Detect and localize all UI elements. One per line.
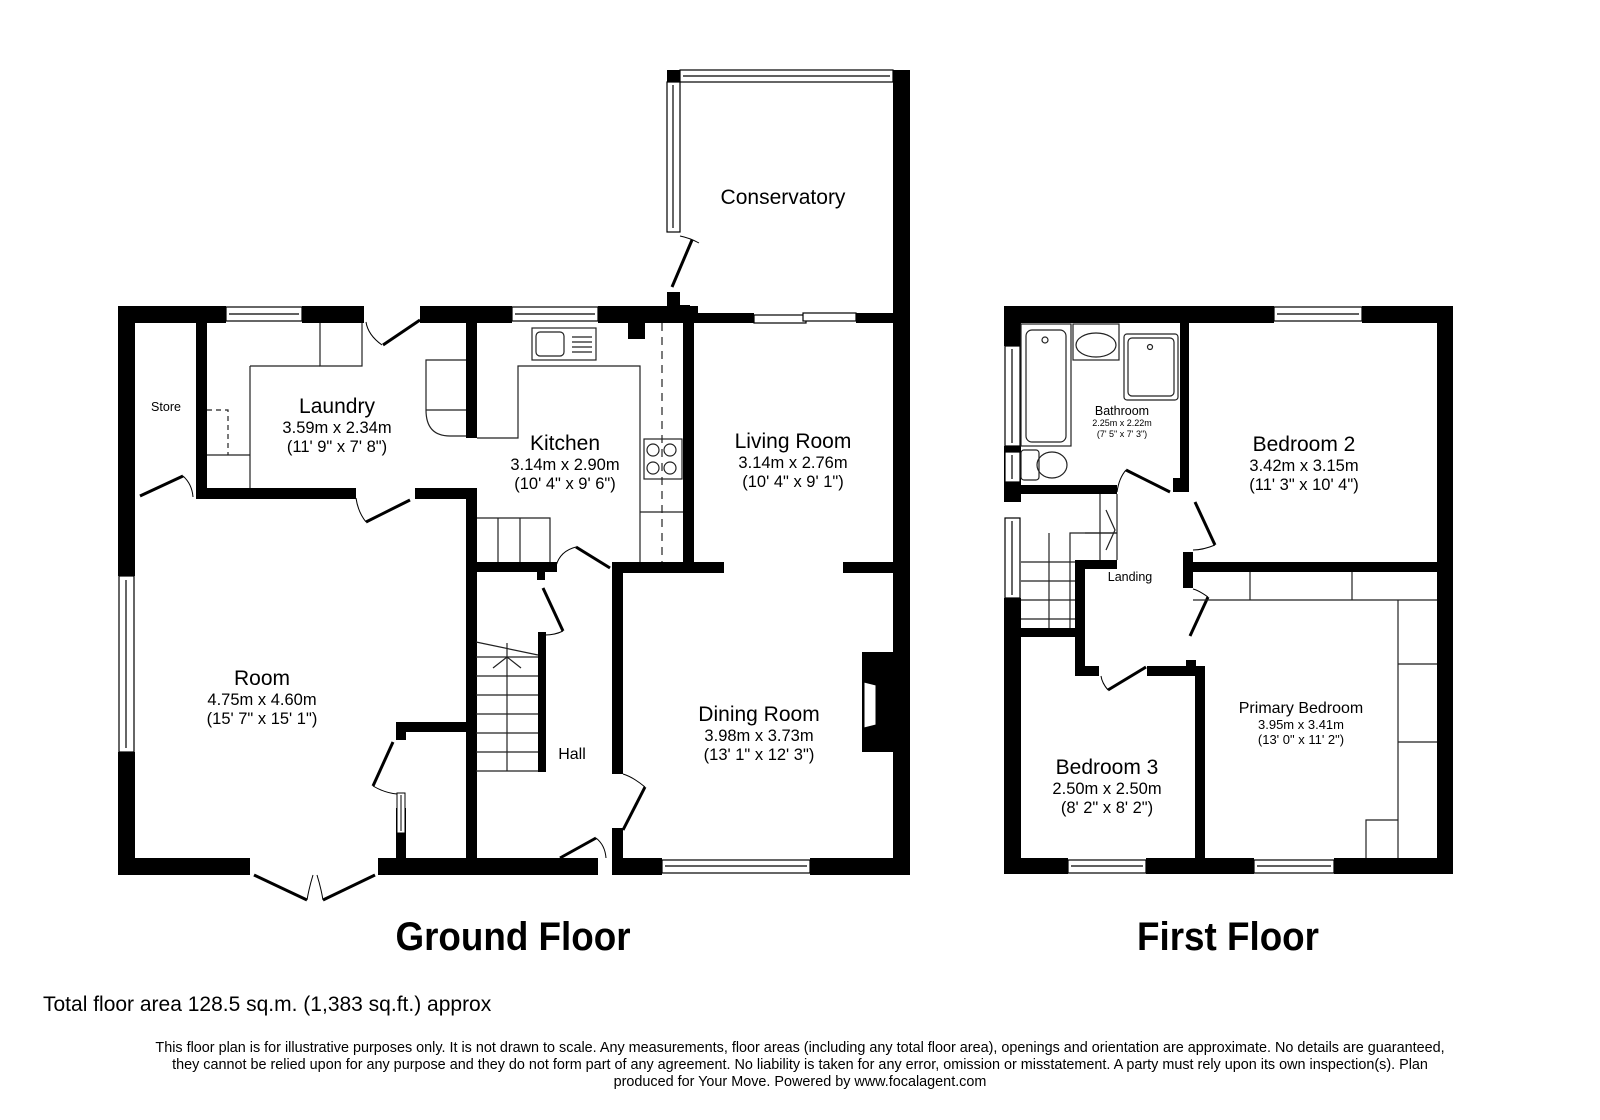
room-name: Hall [558,746,586,763]
room-label-laundry: Laundry 3.59m x 2.34m (11' 9" x 7' 8") [282,395,391,457]
room-name: Room [233,667,291,690]
room-name: Bedroom 3 [1055,756,1159,779]
room-label-dining-room: Dining Room 3.98m x 3.73m (13' 1" x 12' … [698,703,819,765]
room-name: Kitchen [529,432,601,455]
stairs [475,641,539,772]
ground-doors [139,318,647,902]
room-dimensions-metric: 4.75m x 4.60m [207,691,317,710]
first-fixtures [1020,323,1437,858]
ground-floor-title: Ground Floor [395,915,631,959]
room-label-landing: Landing [1108,570,1153,584]
room-name: Bedroom 2 [1252,433,1356,456]
disclaimer-line-3: produced for Your Move. Powered by www.f… [613,1074,987,1090]
conservatory-door [670,235,700,288]
room-dimensions-imperial: (11' 3" x 10' 4") [1249,476,1359,495]
total-floor-area: Total floor area 128.5 sq.m. (1,383 sq.f… [43,993,492,1016]
ground-floor-plan [118,69,910,902]
room-label-living-room: Living Room 3.14m x 2.76m (10' 4" x 9' 1… [735,430,852,492]
room-name: Store [151,400,181,414]
room-dimensions-imperial: (15' 7" x 15' 1") [206,710,318,729]
ground-windows [118,306,857,874]
room-dimensions-imperial: (13' 1" x 12' 3") [703,746,815,765]
room-name: Dining Room [698,703,820,726]
room-dimensions-metric: 3.59m x 2.34m [282,419,392,438]
disclaimer-line-2: they cannot be relied upon for any purpo… [172,1057,1428,1073]
room-label-conservatory: Conservatory [721,186,846,210]
room-name: Bathroom [1094,404,1150,418]
first-interior-walls [1021,323,1437,858]
room-dimensions-metric: 3.42m x 3.15m [1249,457,1359,476]
room-dimensions-metric: 3.98m x 3.73m [704,727,814,746]
room-dimensions-metric: 2.50m x 2.50m [1052,780,1162,799]
ground-fixtures [207,323,683,772]
room-name: Laundry [299,395,375,418]
first-outer-walls [1004,306,1453,874]
room-name: Living Room [734,430,852,453]
room-label-room: Room 4.75m x 4.60m (15' 7" x 15' 1") [207,667,318,729]
conservatory-window-left [666,81,681,233]
room-label-store: Store [151,400,181,414]
room-name: Primary Bedroom [1238,700,1364,717]
room-name: Conservatory [720,186,846,209]
conservatory-window-top [679,69,894,83]
room-label-bedroom-3: Bedroom 3 2.50m x 2.50m (8' 2" x 8' 2") [1052,756,1161,818]
room-label-primary-bedroom: Primary Bedroom 3.95m x 3.41m (13' 0" x … [1239,700,1363,748]
room-label-bedroom-2: Bedroom 2 3.42m x 3.15m (11' 3" x 10' 4"… [1249,433,1358,495]
room-name: Landing [1107,570,1153,584]
room-dimensions-imperial: (11' 9" x 7' 8") [286,438,388,457]
disclaimer-line-1: This floor plan is for illustrative purp… [155,1040,1445,1056]
room-label-hall: Hall [558,746,586,764]
room-dimensions-metric: 3.14m x 2.90m [510,456,620,475]
room-dimensions-metric: 3.14m x 2.76m [738,454,848,473]
first-floor-plan [1004,306,1453,874]
room-dimensions-metric: 2.25m x 2.22m [1092,418,1152,429]
room-dimensions-imperial: (10' 4" x 9' 6") [514,475,616,494]
room-dimensions-imperial: (8' 2" x 8' 2") [1060,799,1154,818]
room-dimensions-metric: 3.95m x 3.41m [1257,717,1344,733]
room-dimensions-imperial: (7' 5" x 7' 3") [1096,428,1148,439]
ground-interior-walls [196,306,893,873]
room-label-kitchen: Kitchen 3.14m x 2.90m (10' 4" x 9' 6") [510,432,619,494]
first-floor-title: First Floor [1137,915,1319,959]
room-dimensions-imperial: (13' 0" x 11' 2") [1257,732,1345,748]
closet-window [396,792,406,834]
fireplace-opening [863,681,877,729]
room-dimensions-imperial: (10' 4" x 9' 1") [742,473,844,492]
room-label-bathroom: Bathroom 2.25m x 2.22m (7' 5" x 7' 3") [1092,404,1152,439]
first-windows [1004,306,1363,874]
disclaimer: This floor plan is for illustrative purp… [20,1040,1580,1091]
ground-outer-walls [118,306,910,875]
first-doors [1100,468,1217,692]
